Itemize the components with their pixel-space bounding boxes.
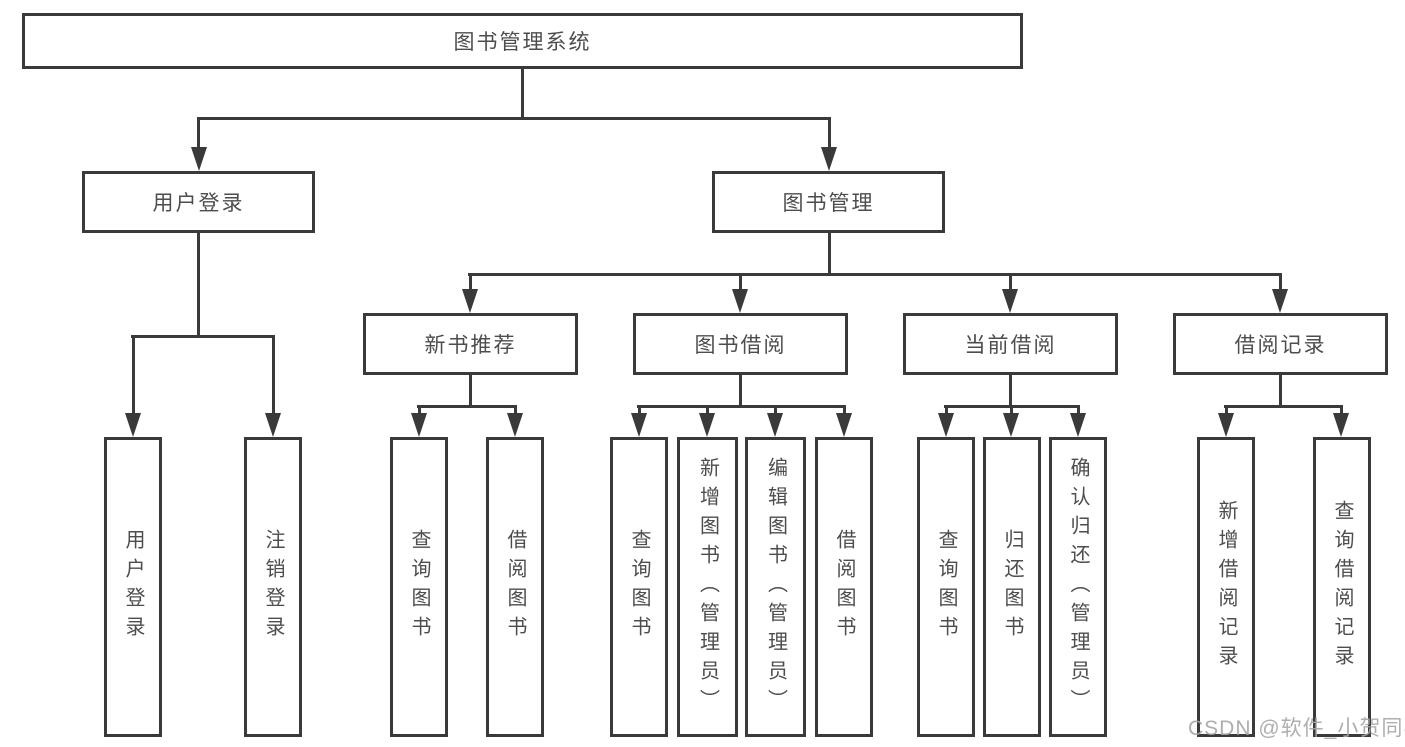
- arrow-down-icon: [631, 413, 647, 437]
- leaf-current-query-book: 查询图书: [917, 437, 975, 737]
- connector-line: [1010, 405, 1013, 416]
- connector-line: [828, 233, 831, 276]
- arrow-down-icon: [1070, 413, 1086, 437]
- connector-line: [272, 335, 275, 416]
- connector-line: [1009, 375, 1012, 408]
- csdn-watermark: CSDN @软件_小贺同学: [1188, 717, 1405, 740]
- leaf-label: 查询借阅记录: [1331, 500, 1353, 674]
- arrow-down-icon: [1333, 413, 1349, 437]
- connector-line: [197, 117, 831, 120]
- leaf-recommend-borrow-book: 借阅图书: [486, 437, 544, 737]
- node-root-library-management-system: 图书管理系统: [22, 13, 1023, 69]
- leaf-confirm-return-admin: 确认归还（管理员）: [1049, 437, 1107, 737]
- leaf-label: 注销登录: [262, 529, 284, 645]
- connector-line: [843, 405, 846, 416]
- leaf-label: 归还图书: [1001, 529, 1023, 645]
- leaf-borrow-book: 借阅图书: [815, 437, 873, 737]
- arrow-down-icon: [938, 413, 954, 437]
- connector-line: [637, 405, 846, 408]
- leaf-label: 借阅图书: [504, 529, 526, 645]
- node-user-login: 用户登录: [82, 171, 315, 233]
- leaf-label: 确认归还（管理员）: [1067, 456, 1089, 718]
- arrow-down-icon: [1002, 289, 1018, 313]
- arrow-down-icon: [462, 289, 478, 313]
- arrow-down-icon: [1003, 413, 1019, 437]
- arrow-down-icon: [732, 289, 748, 313]
- connector-line: [131, 335, 275, 338]
- node-borrowing-records: 借阅记录: [1173, 313, 1388, 375]
- connector-line: [417, 405, 517, 408]
- leaf-label: 新增图书（管理员）: [696, 456, 719, 718]
- connector-line: [706, 405, 709, 416]
- leaf-edit-book-admin: 编辑图书（管理员）: [745, 437, 806, 737]
- leaf-label: 用户登录: [122, 529, 144, 645]
- arrow-down-icon: [836, 413, 852, 437]
- connector-line: [739, 273, 742, 292]
- leaf-label: 查询图书: [408, 529, 430, 645]
- connector-line: [197, 117, 200, 152]
- connector-line: [945, 405, 948, 416]
- leaf-query-borrow-record: 查询借阅记录: [1313, 437, 1371, 737]
- connector-line: [1279, 375, 1282, 408]
- node-book-management: 图书管理: [712, 171, 945, 233]
- leaf-label: 新增借阅记录: [1215, 500, 1237, 674]
- connector-line: [774, 405, 777, 416]
- connector-line: [418, 405, 421, 416]
- node-book-borrowing: 图书借阅: [633, 313, 848, 375]
- arrow-down-icon: [411, 413, 427, 437]
- connector-line: [1225, 405, 1228, 416]
- leaf-label: 编辑图书（管理员）: [764, 456, 787, 718]
- leaf-label: 借阅图书: [833, 529, 855, 645]
- leaf-return-book: 归还图书: [983, 437, 1041, 737]
- connector-line: [1224, 405, 1343, 408]
- connector-line: [521, 69, 524, 120]
- node-current-borrowing: 当前借阅: [903, 313, 1118, 375]
- connector-line: [1009, 273, 1012, 292]
- leaf-label: 查询图书: [935, 529, 957, 645]
- arrow-down-icon: [507, 413, 523, 437]
- connector-line: [1340, 405, 1343, 416]
- arrow-down-icon: [191, 147, 207, 171]
- leaf-user-login: 用户登录: [104, 437, 162, 737]
- arrow-down-icon: [1218, 413, 1234, 437]
- leaf-borrow-query-book: 查询图书: [610, 437, 668, 737]
- arrow-down-icon: [821, 147, 837, 171]
- arrow-down-icon: [265, 413, 281, 437]
- connector-line: [469, 375, 472, 408]
- leaf-label: 查询图书: [628, 529, 650, 645]
- node-new-book-recommendation: 新书推荐: [363, 313, 578, 375]
- connector-line: [469, 273, 472, 292]
- connector-line: [739, 375, 742, 408]
- connector-line: [197, 233, 200, 338]
- connector-line: [1279, 273, 1282, 292]
- arrow-down-icon: [125, 413, 141, 437]
- arrow-down-icon: [1272, 289, 1288, 313]
- connector-line: [1077, 405, 1080, 416]
- connector-line: [828, 117, 831, 152]
- leaf-logout: 注销登录: [244, 437, 302, 737]
- connector-line: [132, 335, 135, 416]
- leaf-recommend-query-book: 查询图书: [390, 437, 448, 737]
- arrow-down-icon: [699, 413, 715, 437]
- connector-line: [468, 273, 1282, 276]
- connector-line: [638, 405, 641, 416]
- connector-line: [514, 405, 517, 416]
- leaf-add-book-admin: 新增图书（管理员）: [677, 437, 738, 737]
- arrow-down-icon: [767, 413, 783, 437]
- leaf-add-borrow-record: 新增借阅记录: [1197, 437, 1255, 737]
